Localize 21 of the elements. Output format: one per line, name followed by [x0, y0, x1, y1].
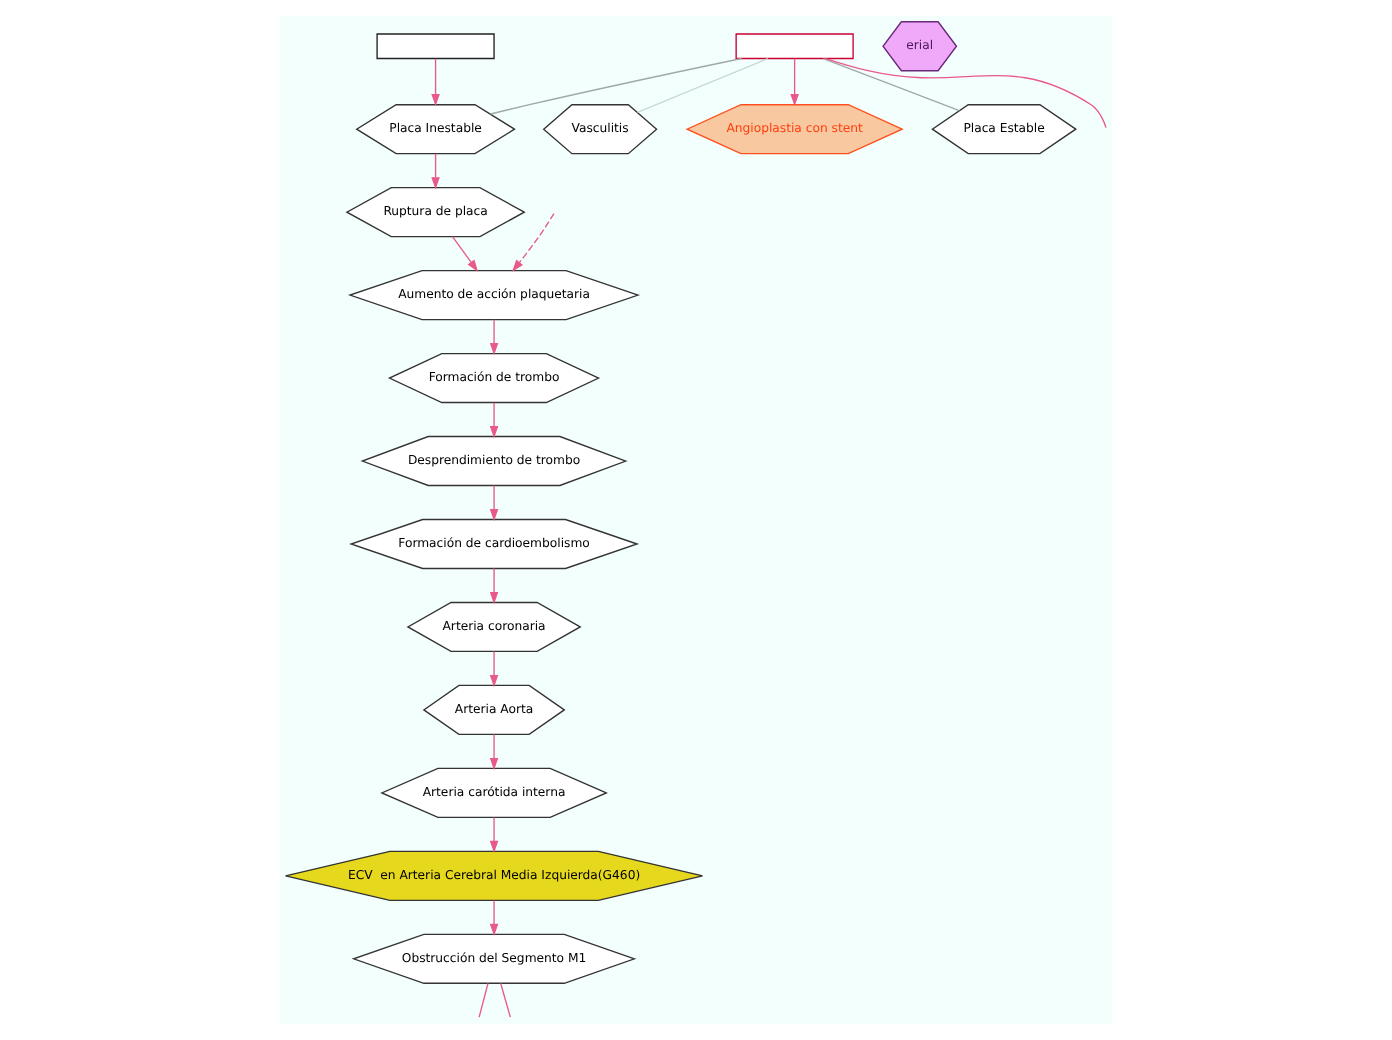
node-box: [376, 33, 495, 60]
node-box: [735, 33, 854, 60]
connector: [825, 57, 1107, 129]
arrow: [512, 212, 555, 272]
arrow: [489, 650, 499, 688]
connector: [478, 982, 489, 1018]
arrow: [431, 153, 440, 190]
connector: [500, 982, 511, 1018]
connector: [636, 57, 769, 114]
connector: [822, 57, 960, 112]
connector: [489, 57, 743, 115]
arrow: [790, 58, 799, 107]
arrow: [451, 236, 479, 272]
arrow: [489, 816, 499, 854]
arrow: [489, 319, 499, 356]
arrow: [489, 401, 499, 439]
arrow: [489, 899, 499, 937]
arrow: [431, 58, 440, 107]
arrow: [489, 484, 499, 522]
arrow: [489, 567, 499, 605]
arrow: [489, 733, 499, 771]
